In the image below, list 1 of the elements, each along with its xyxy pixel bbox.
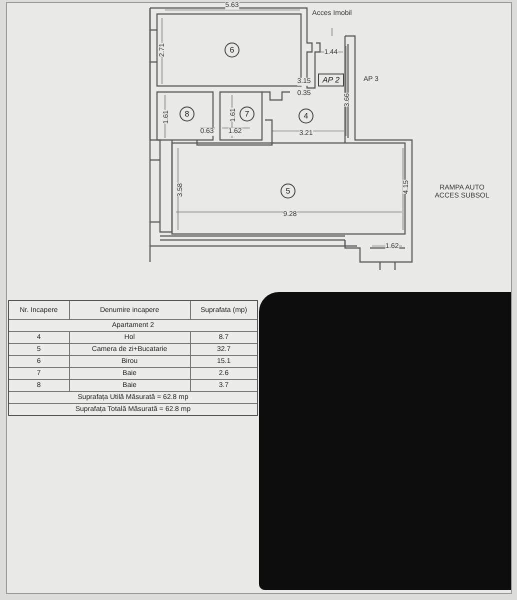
apartment-tag: AP 2 <box>318 74 344 86</box>
